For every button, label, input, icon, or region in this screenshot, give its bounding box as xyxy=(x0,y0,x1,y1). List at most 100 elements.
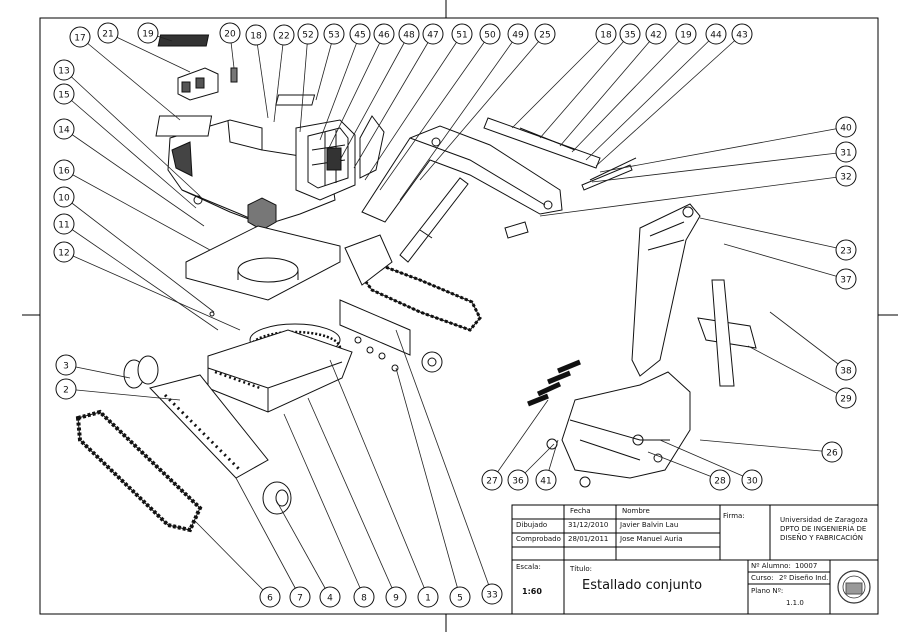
part-20-pin xyxy=(230,67,238,83)
callout-leader-line xyxy=(273,34,285,123)
callout-leader-line xyxy=(353,33,434,169)
callout-circle xyxy=(705,23,727,45)
escala-label: Escala: xyxy=(516,563,541,571)
callout-circle xyxy=(835,141,857,163)
callout-number: 43 xyxy=(736,31,747,41)
drawing-title: Estallado conjunto xyxy=(582,578,703,593)
small-parts xyxy=(193,195,591,488)
callout-balloon: 10 xyxy=(53,186,75,208)
callout-balloon: 53 xyxy=(323,23,345,45)
callout-circle xyxy=(645,23,667,45)
callout-balloon: 52 xyxy=(297,23,319,45)
callout-number: 40 xyxy=(840,124,852,134)
callout-number: 18 xyxy=(600,31,612,41)
callout-balloon: 30 xyxy=(741,469,763,491)
callout-leader-line xyxy=(65,388,181,401)
callout-leader-line xyxy=(699,217,847,251)
callout-balloon: 26 xyxy=(821,441,843,463)
callout-circle xyxy=(385,586,407,608)
callout-number: 31 xyxy=(840,149,851,159)
callout-balloon: 29 xyxy=(835,387,857,409)
callout-circle xyxy=(451,23,473,45)
callout-number: 16 xyxy=(58,167,70,177)
callout-leader-line xyxy=(307,397,397,598)
callout-balloon: 32 xyxy=(835,165,857,187)
callout-leader-line xyxy=(65,364,131,379)
callout-leader-line xyxy=(595,33,743,167)
firma-label: Firma: xyxy=(723,512,745,520)
main-boom xyxy=(361,125,563,223)
callout-balloon: 18 xyxy=(595,23,617,45)
callout-leader-line xyxy=(539,175,847,217)
callout-number: 29 xyxy=(840,395,852,405)
callout-balloon: 13 xyxy=(53,59,75,81)
callout-circle xyxy=(137,22,159,44)
bucket xyxy=(561,371,691,479)
callout-balloon: 17 xyxy=(69,26,91,48)
center-marks xyxy=(22,0,898,632)
dibujado-date: 31/12/2010 xyxy=(568,521,609,529)
callout-leader-line xyxy=(63,169,211,251)
callout-number: 20 xyxy=(224,30,236,40)
callout-number: 19 xyxy=(142,30,154,40)
callout-leader-line xyxy=(747,345,847,399)
curso-label: Curso: xyxy=(751,574,774,582)
institution-line-1: Universidad de Zaragoza xyxy=(780,516,868,524)
callout-balloon: 19 xyxy=(137,22,159,44)
callout-leader-line xyxy=(63,128,205,227)
callout-balloon: 42 xyxy=(645,23,667,45)
callout-circle xyxy=(741,469,763,491)
callout-balloon: 18 xyxy=(245,24,267,46)
callout-leader-line xyxy=(79,36,181,121)
callout-number: 2 xyxy=(63,386,69,396)
institution-line-3: DISEÑO Y FABRICACIÓN xyxy=(780,534,863,542)
comprobado-date: 28/01/2011 xyxy=(568,535,609,543)
callout-leader-line xyxy=(319,33,361,141)
callout-leader-line xyxy=(255,34,269,119)
callout-leader-line xyxy=(723,243,847,280)
callout-circle xyxy=(219,22,241,44)
callout-number: 50 xyxy=(484,31,496,41)
callout-balloon: 41 xyxy=(535,469,557,491)
callout-circle xyxy=(53,159,75,181)
callout-number: 51 xyxy=(456,31,467,41)
callout-balloon: 1 xyxy=(417,586,439,608)
callout-circle xyxy=(289,586,311,608)
callout-number: 18 xyxy=(250,32,262,42)
callout-leader-line xyxy=(585,33,717,161)
callout-leader-line xyxy=(419,33,546,181)
callout-number: 15 xyxy=(58,91,69,101)
callout-circle xyxy=(821,441,843,463)
callout-circle xyxy=(835,239,857,261)
callout-number: 6 xyxy=(267,594,273,604)
callout-leader-line xyxy=(275,499,331,598)
callout-number: 37 xyxy=(840,276,851,286)
callout-balloon: 38 xyxy=(835,359,857,381)
callout-leader-line xyxy=(329,359,429,598)
callout-circle xyxy=(507,469,529,491)
callout-balloon: 40 xyxy=(835,116,857,138)
callout-number: 26 xyxy=(826,449,838,459)
callout-circle xyxy=(675,23,697,45)
callout-circle xyxy=(417,586,439,608)
callout-number: 36 xyxy=(512,477,524,487)
operator-cab xyxy=(295,115,385,201)
callout-leader-line xyxy=(283,413,365,598)
callout-leader-line xyxy=(395,367,461,598)
callout-number: 19 xyxy=(680,31,692,41)
callout-circle xyxy=(297,23,319,45)
escala-value: 1:60 xyxy=(522,587,542,596)
alumno-label: Nº Alumno: xyxy=(751,562,791,570)
callout-leader-line xyxy=(769,311,847,371)
callout-circle xyxy=(507,23,529,45)
callout-balloon: 4 xyxy=(319,586,341,608)
callout-balloon: 14 xyxy=(53,118,75,140)
callout-number: 5 xyxy=(457,594,463,604)
callout-number: 8 xyxy=(361,594,367,604)
callout-balloon: 19 xyxy=(675,23,697,45)
callout-circle xyxy=(53,59,75,81)
callout-circle xyxy=(373,23,395,45)
